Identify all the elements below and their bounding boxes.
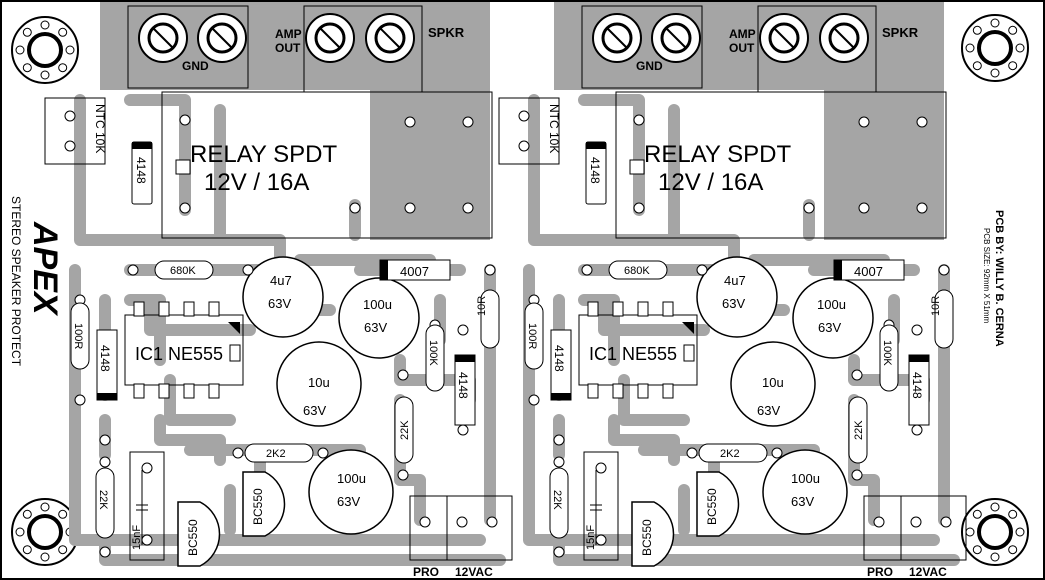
right-res-680k-label: 680K [624, 265, 650, 277]
right-diode-4148-right-label: 4148 [910, 372, 924, 399]
right-transistor-bc550-a-label: BC550 [640, 519, 654, 556]
diode-4148-left-label: 4148 [98, 345, 112, 372]
res-2k2-label: 2K2 [266, 448, 286, 460]
right-out-label: OUT [729, 41, 755, 55]
res-100r-label: 100R [72, 323, 84, 349]
right-res-22k-mid-label: 22K [853, 420, 865, 440]
mounting-hole-bottom-right [961, 498, 1029, 566]
out-label: OUT [275, 41, 301, 55]
cap-15nf-label: 15nF [131, 525, 143, 550]
right-cap-4u7-label: 4u7 [724, 273, 746, 288]
right-res-100r-label: 100R [526, 323, 538, 349]
right-relay-label-1: RELAY SPDT [644, 141, 792, 168]
gnd-label: GND [182, 59, 209, 73]
channel-right: GND AMP OUT SPKR NTC 10K RELAY SPDT 12V … [498, 2, 967, 579]
mounting-hole-bottom-left [11, 498, 79, 566]
right-diode-4148-left-label: 4148 [552, 345, 566, 372]
cap-100u-bottom-volt: 63V [337, 494, 360, 509]
right-res-10r-label: 10R [930, 296, 942, 316]
right-spkr-label: SPKR [882, 25, 919, 40]
vac-label: 12VAC [455, 565, 493, 579]
right-ic-ne555-label: IC1 NE555 [589, 344, 677, 364]
amp-label: AMP [275, 27, 302, 41]
right-amp-label: AMP [729, 27, 756, 41]
brand-logo: APEX [26, 221, 64, 317]
right-cap-100u-top-volt: 63V [818, 320, 841, 335]
diode-4148-top-label: 4148 [134, 157, 148, 184]
cap-4u7-volt: 63V [268, 296, 291, 311]
right-res-100k-label: 100K [881, 340, 893, 366]
spkr-label: SPKR [428, 25, 465, 40]
mounting-hole-top-right [961, 14, 1029, 82]
transistor-bc550-a-label: BC550 [186, 519, 200, 556]
diode-4007-label: 4007 [400, 264, 429, 279]
right-diode-4148-top-label: 4148 [588, 157, 602, 184]
board-size: PCB SIZE: 92mm X 51mm [982, 228, 991, 323]
right-cap-100u-top-label: 100u [817, 297, 846, 312]
relay-label-2: 12V / 16A [204, 169, 309, 196]
right-ntc-label: NTC 10K [547, 104, 561, 153]
transistor-bc550-b-label: BC550 [251, 488, 265, 525]
ic-ne555-label: IC1 NE555 [135, 344, 223, 364]
cap-4u7-label: 4u7 [270, 273, 292, 288]
pro-label: PRO [413, 565, 439, 579]
cap-100u-bottom-label: 100u [337, 471, 366, 486]
cap-100u-top-label: 100u [363, 297, 392, 312]
relay-label-1: RELAY SPDT [190, 141, 338, 168]
board-credit: PCB BY: WILLY B. CERNA [993, 210, 1005, 347]
right-relay-label-2: 12V / 16A [658, 169, 763, 196]
right-cap-10u-label: 10u [762, 375, 784, 390]
mounting-hole-top-left [11, 16, 79, 84]
right-diode-4007-label: 4007 [854, 264, 883, 279]
cap-100u-top-volt: 63V [364, 320, 387, 335]
res-100k-label: 100K [427, 340, 439, 366]
channel-left: GND AMP OUT SPKR NTC 10K RELAY SPDT 12V … [44, 2, 513, 579]
diode-4148-right-label: 4148 [456, 372, 470, 399]
res-680k-label: 680K [170, 265, 196, 277]
right-vac-label: 12VAC [909, 565, 947, 579]
res-22k-left-label: 22K [97, 490, 109, 510]
cap-10u-volt: 63V [303, 403, 326, 418]
right-pro-label: PRO [867, 565, 893, 579]
right-transistor-bc550-b-label: BC550 [705, 488, 719, 525]
right-gnd-label: GND [636, 59, 663, 73]
right-cap-10u-volt: 63V [757, 403, 780, 418]
cap-10u-label: 10u [308, 375, 330, 390]
res-10r-label: 10R [476, 296, 488, 316]
right-cap-100u-bottom-volt: 63V [791, 494, 814, 509]
res-22k-mid-label: 22K [399, 420, 411, 440]
ntc-label: NTC 10K [93, 104, 107, 153]
right-cap-15nf-label: 15nF [585, 525, 597, 550]
right-res-2k2-label: 2K2 [720, 448, 740, 460]
board-subtitle: STEREO SPEAKER PROTECT [9, 196, 23, 367]
right-cap-4u7-volt: 63V [722, 296, 745, 311]
right-cap-100u-bottom-label: 100u [791, 471, 820, 486]
right-res-22k-left-label: 22K [551, 490, 563, 510]
